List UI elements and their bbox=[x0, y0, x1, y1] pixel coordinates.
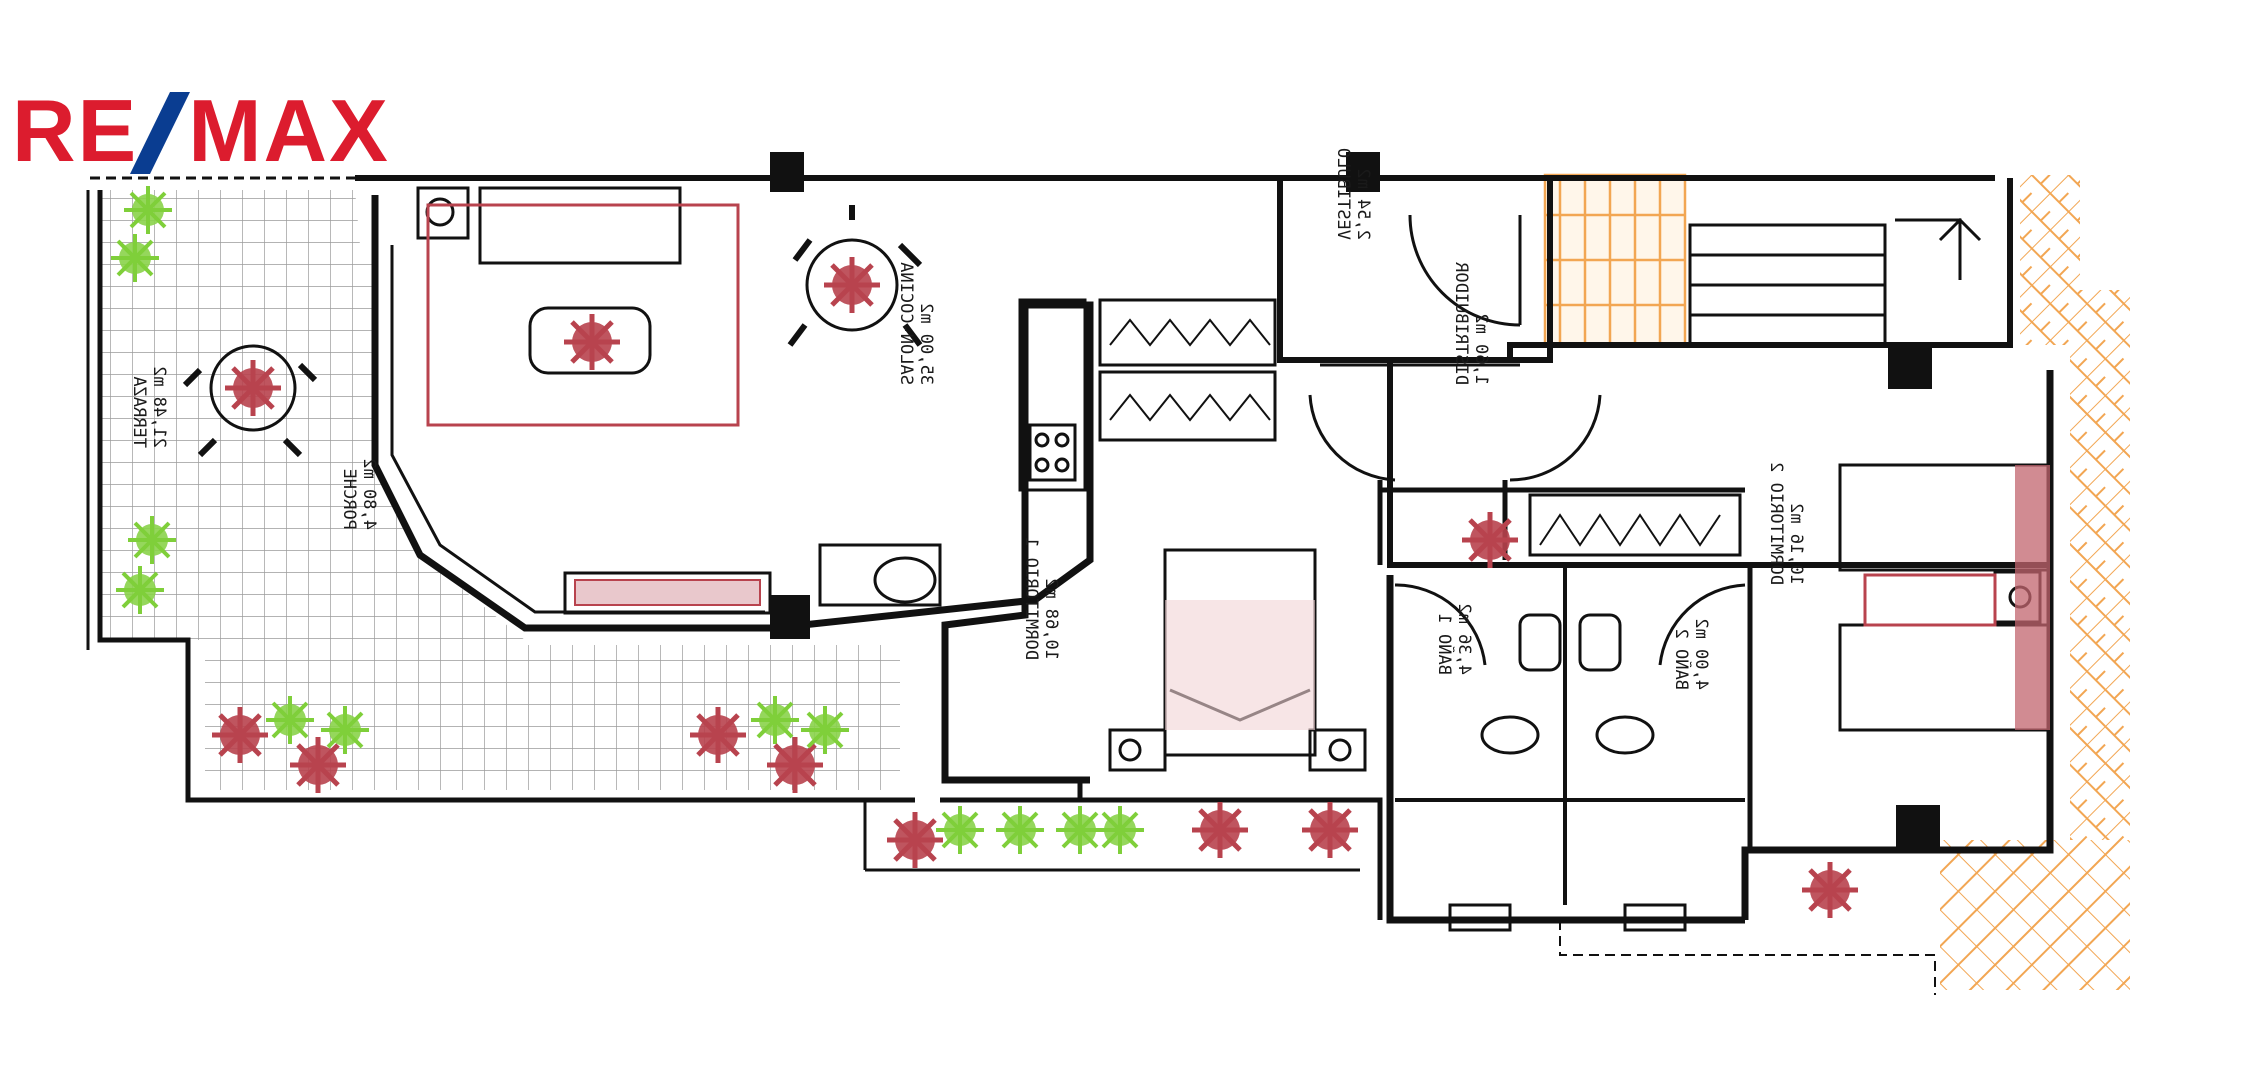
bathroom-fixtures bbox=[1448, 613, 1687, 932]
doors bbox=[1308, 214, 1746, 666]
room-area: 35,00 m2 bbox=[916, 303, 936, 385]
room-area: 4,36 m2 bbox=[1454, 603, 1474, 675]
room-area: 10,16 m2 bbox=[1786, 503, 1806, 585]
stair-decking bbox=[1543, 173, 1687, 347]
room-name: DORMITORIO 2 bbox=[1766, 462, 1787, 585]
room-name: DORMITORIO 1 bbox=[1021, 537, 1042, 660]
room-label-dormitorio-1: 10,68 m2 DORMITORIO 1 bbox=[1021, 537, 1061, 660]
room-label-terraza: 21,48 m2 TERRAZA bbox=[129, 366, 169, 448]
walls bbox=[86, 175, 2054, 995]
wardrobes bbox=[1098, 298, 1742, 557]
terrace-tiles bbox=[100, 190, 900, 790]
room-label-salon: 35,00 m2 SALON-COCINA bbox=[896, 262, 936, 385]
stairs bbox=[1688, 217, 1982, 347]
room-name: BAÑO 2 bbox=[1671, 628, 1692, 690]
rug bbox=[426, 203, 740, 427]
columns bbox=[770, 152, 1940, 849]
room-label-dormitorio-2: 10,16 m2 DORMITORIO 2 bbox=[1766, 462, 1806, 585]
room-area: 4,00 m2 bbox=[1691, 618, 1711, 690]
room-name: TERRAZA bbox=[129, 376, 150, 448]
room-name: DISTRIBUIDOR bbox=[1451, 262, 1472, 385]
room-label-distribuidor: 1,60 m2 DISTRIBUIDOR bbox=[1451, 262, 1491, 385]
room-label-bano-1: 4,36 m2 BAÑO 1 bbox=[1434, 603, 1474, 675]
room-area: 10,68 m2 bbox=[1041, 578, 1061, 660]
remax-logo: RE MAX bbox=[12, 86, 390, 176]
room-area: 4,80 m2 bbox=[359, 458, 379, 530]
room-area: 1,60 m2 bbox=[1471, 313, 1491, 385]
kitchen bbox=[818, 298, 1087, 607]
room-label-bano-2: 4,00 m2 BAÑO 2 bbox=[1671, 618, 1711, 690]
exterior-hatch-bottom bbox=[1940, 840, 2130, 990]
room-name: SALON-COCINA bbox=[896, 262, 917, 385]
exterior-hatch-right bbox=[1940, 175, 2130, 990]
room-area: 21,48 m2 bbox=[149, 366, 169, 448]
logo-text-right: MAX bbox=[188, 81, 390, 180]
living-furniture bbox=[182, 186, 923, 615]
room-name: VESTIBULO bbox=[1333, 147, 1354, 240]
room-label-vestibulo: 2,54 m2 VESTIBULO bbox=[1333, 147, 1373, 240]
logo-text-left: RE bbox=[12, 81, 139, 180]
room-label-porche: 4,80 m2 PORCHE bbox=[339, 458, 379, 530]
room-name: BAÑO 1 bbox=[1434, 613, 1455, 675]
room-area: 2,54 m2 bbox=[1353, 168, 1373, 240]
room-name: PORCHE bbox=[339, 468, 360, 530]
